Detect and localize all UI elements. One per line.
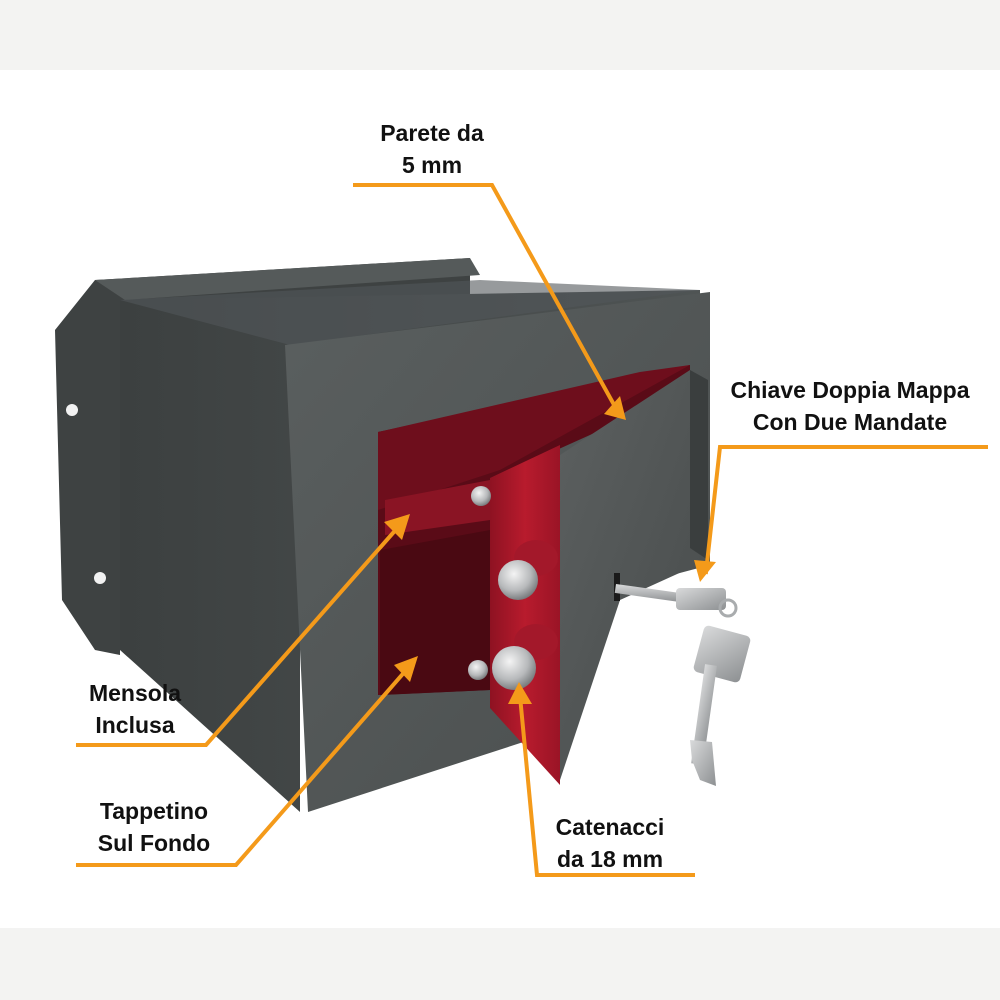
callout-mensola-line1: Mensola [88, 680, 182, 706]
callout-line-tappetino [76, 665, 411, 867]
callout-arrow-mensola [384, 514, 410, 540]
callout-tappetino-line2: Sul Fondo [97, 830, 211, 856]
door-bolts [468, 486, 558, 690]
shelf [385, 480, 490, 535]
bolt-lower [492, 646, 536, 690]
callout-tappetino: Tappetino Sul Fondo [74, 795, 234, 859]
callout-parete-line2: 5 mm [401, 152, 463, 178]
callout-tappetino-line1: Tappetino [99, 798, 209, 824]
callout-chiave: Chiave Doppia Mappa Con Due Mandate [700, 374, 1000, 438]
callout-arrow-parete [604, 396, 626, 420]
callout-catenacci-line2: da 18 mm [556, 846, 664, 872]
callout-line-catenacci [517, 693, 695, 877]
callout-arrow-tappetino [394, 656, 418, 682]
key-icon [614, 584, 751, 786]
callout-line-parete [353, 183, 621, 415]
callout-arrow-catenacci [508, 682, 532, 704]
top-background-band [0, 0, 1000, 70]
callout-parete-line1: Parete da [380, 120, 484, 146]
callout-line-chiave [703, 445, 988, 575]
callout-catenacci-line1: Catenacci [555, 814, 665, 840]
callout-mensola-line2: Inclusa [95, 712, 175, 738]
callout-lines [76, 183, 988, 877]
callout-chiave-line2: Con Due Mandate [752, 409, 948, 435]
callout-chiave-line1: Chiave Doppia Mappa [730, 377, 970, 403]
callout-mensola: Mensola Inclusa [60, 677, 210, 741]
callout-parete: Parete da 5 mm [352, 117, 512, 181]
callout-line-mensola [76, 522, 403, 747]
callout-catenacci: Catenacci da 18 mm [530, 811, 690, 875]
bottom-background-band [0, 928, 1000, 1000]
hinge-bolt-lower [468, 660, 488, 680]
hinge-bolt-upper [471, 486, 491, 506]
bolt-upper [498, 560, 538, 600]
callout-arrow-chiave [694, 560, 716, 582]
safe-door-edge [490, 445, 560, 785]
